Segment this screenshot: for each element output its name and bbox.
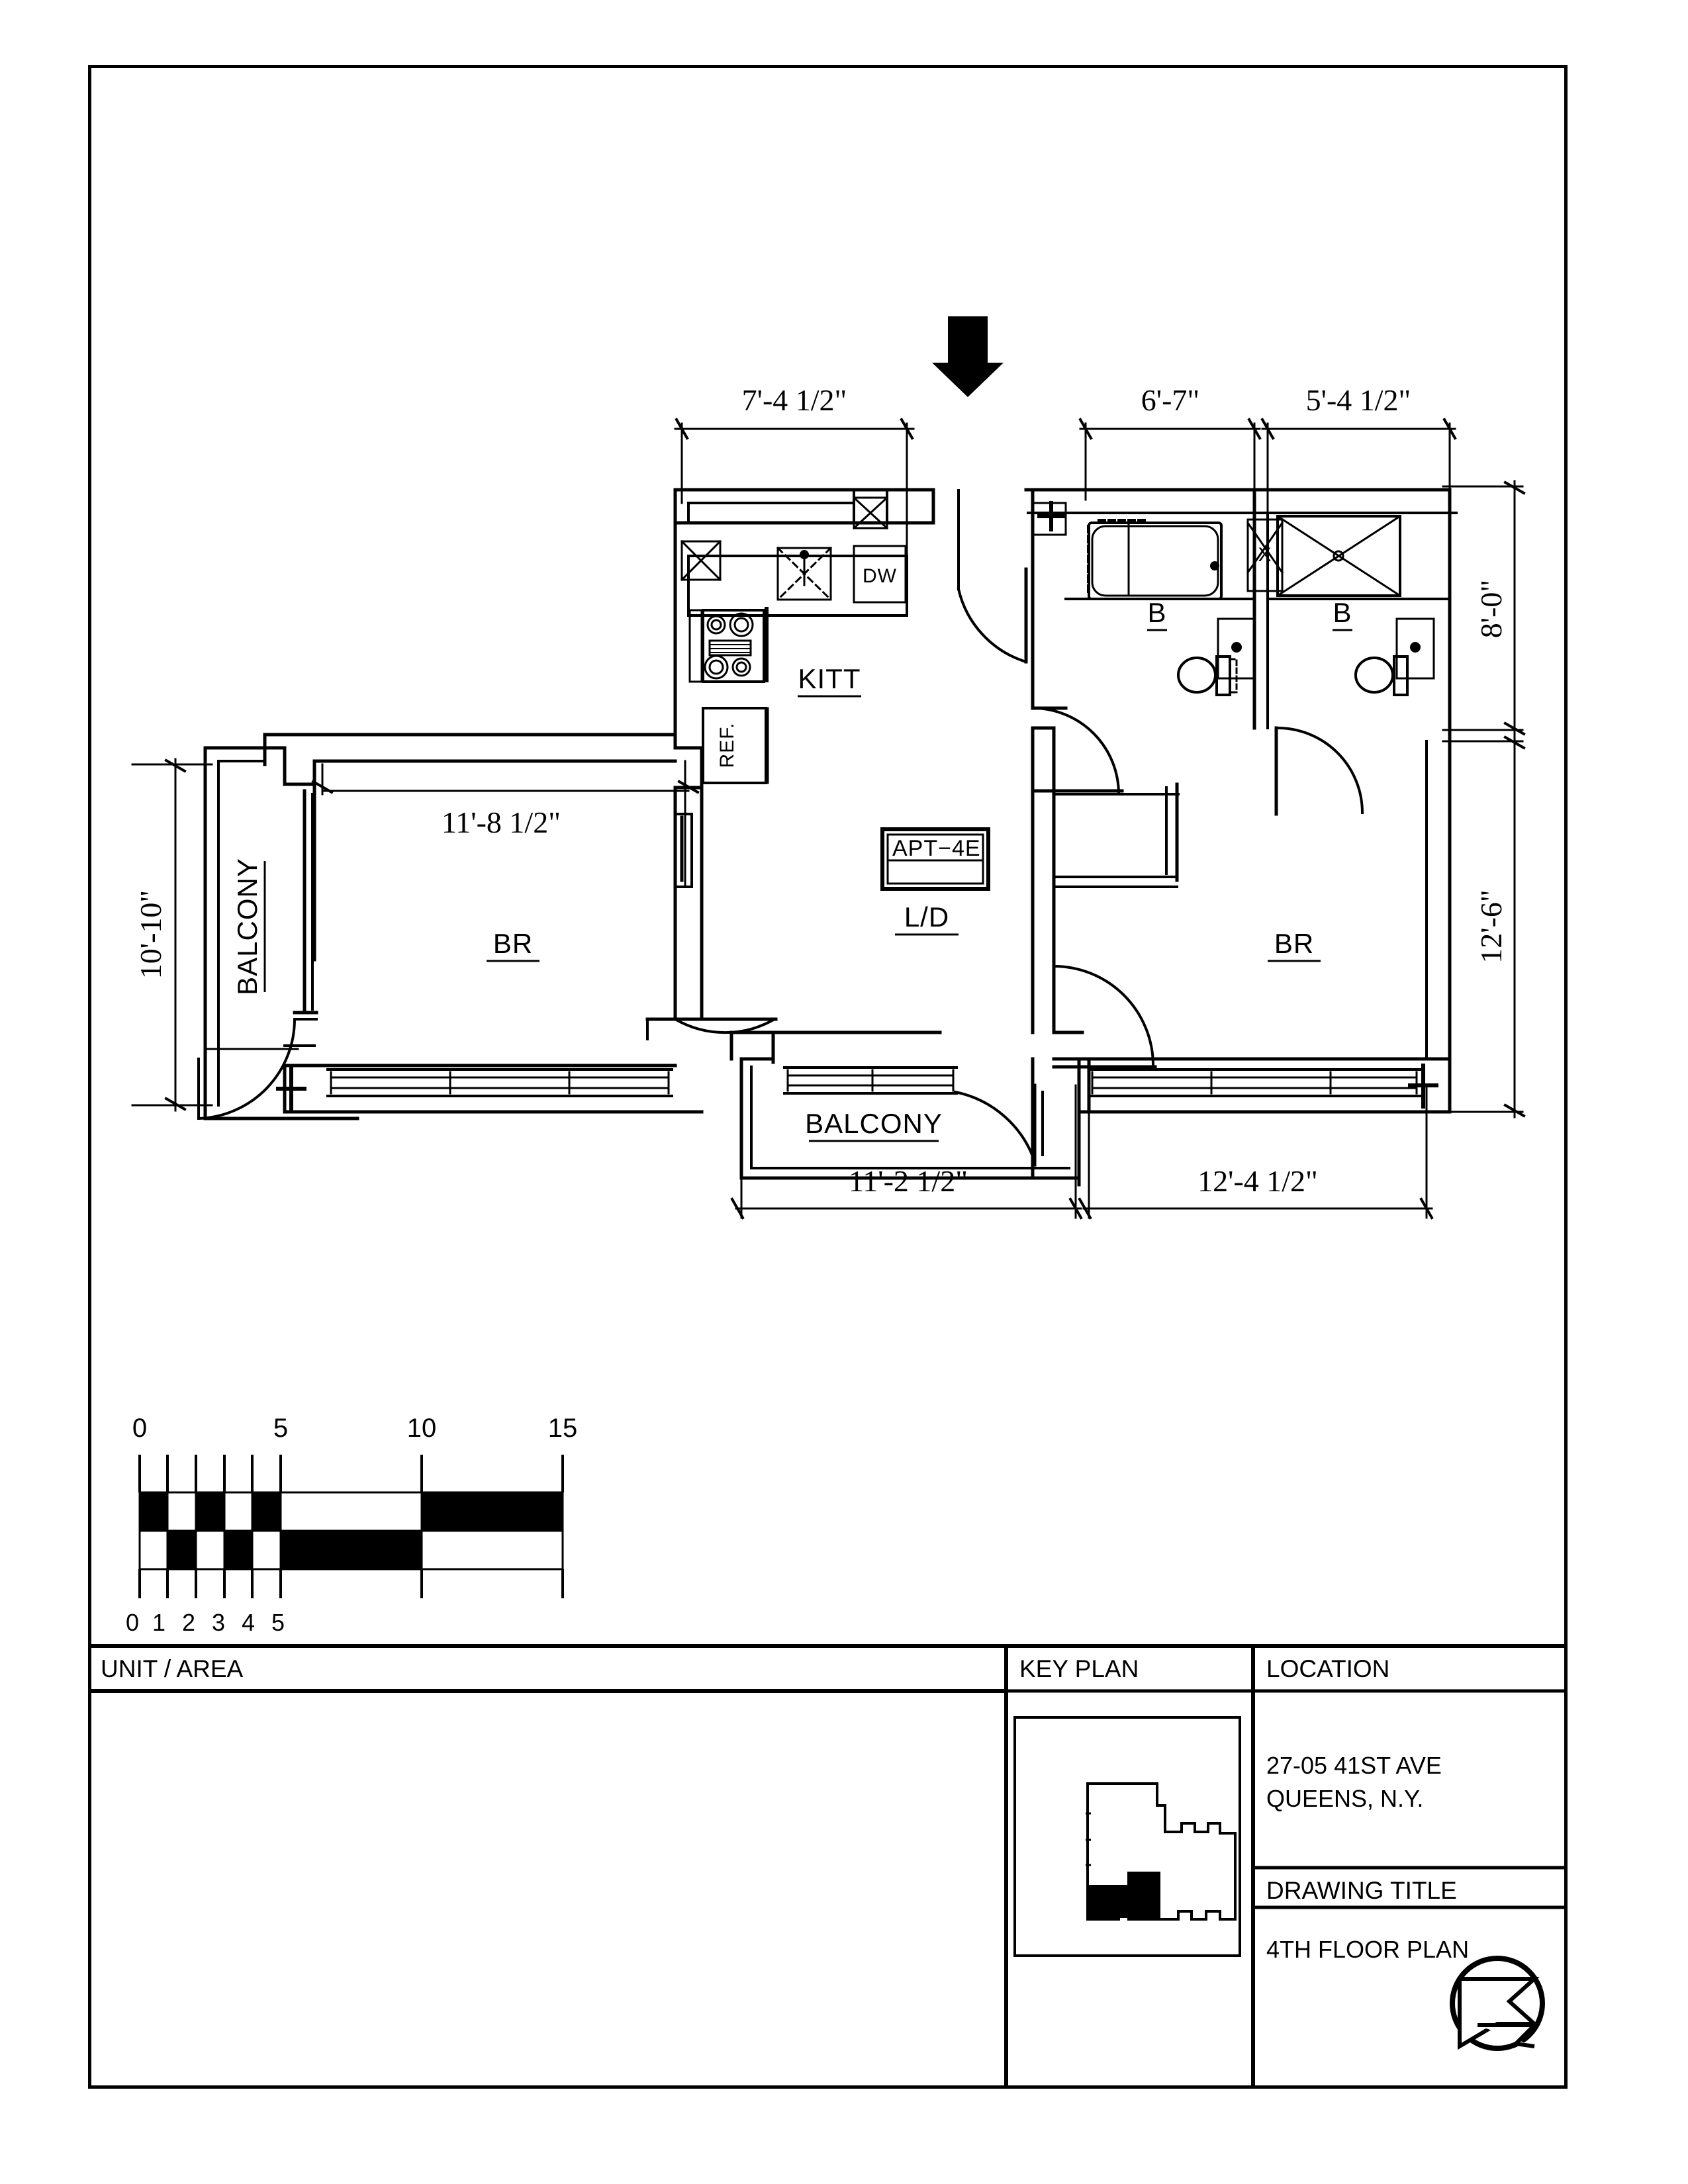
dishwasher-icon <box>853 545 907 604</box>
sink-icon <box>776 546 833 602</box>
svg-text:L/D: L/D <box>904 901 949 933</box>
scale-tick-top-5: 5 <box>273 1414 288 1443</box>
window-bedroom-left <box>326 1068 673 1097</box>
fixture-label-shower: X <box>1258 544 1272 566</box>
shower-icon-right <box>1276 514 1402 598</box>
svg-text:BR: BR <box>1274 928 1314 959</box>
dim-bath-left-width: 6'-7" <box>1141 383 1199 417</box>
architect-logo-icon <box>1450 1956 1545 2051</box>
dim-bath-right-width: 5'-4 1/2" <box>1306 383 1411 417</box>
kitchen-walls <box>673 488 935 790</box>
scale-tick-bot-1: 1 <box>152 1609 165 1636</box>
closet-icon-kitchen-left <box>680 539 722 582</box>
svg-text:B: B <box>1333 597 1352 628</box>
fixture-label-refrigerator: REF. <box>716 722 738 768</box>
location-line-2: QUEENS, N.Y. <box>1266 1785 1423 1812</box>
closet-bedroom-right <box>1053 782 1180 888</box>
apartment-tag: APT−4E <box>880 827 990 891</box>
scale-tick-bot-5: 5 <box>271 1609 285 1636</box>
closet-icon-kitchen-top <box>852 496 889 530</box>
dim-balcony-center-width: 11'-2 1/2" <box>849 1164 968 1198</box>
room-label-balcony-left: BALCONY <box>232 858 266 995</box>
location-label: LOCATION <box>1266 1655 1389 1682</box>
room-label-bedroom-left: BR <box>487 928 539 962</box>
living-dining-walls <box>645 786 942 1061</box>
window-bedroom-right <box>1088 1068 1421 1097</box>
title-block: UNIT / AREA KEY PLAN LOCATION DRAWING TI… <box>88 1644 1568 2089</box>
bath-right-walls <box>1266 488 1452 816</box>
drawing-title-label: DRAWING TITLE <box>1266 1877 1457 1904</box>
entry-door <box>957 489 1028 664</box>
room-label-bath-left: B <box>1147 597 1167 631</box>
dim-bedroom-left-width: 11'-8 1/2" <box>442 805 561 839</box>
drawing-title-value: 4TH FLOOR PLAN <box>1266 1936 1469 1963</box>
room-label-living-dining: L/D <box>895 901 959 936</box>
svg-text:BALCONY: BALCONY <box>232 858 263 995</box>
range-icon <box>688 607 769 683</box>
svg-text:B: B <box>1147 597 1166 628</box>
room-label-balcony-center: BALCONY <box>805 1108 943 1142</box>
bedroom-right-walls <box>1031 726 1452 1114</box>
sheet-border <box>88 65 1568 2089</box>
apartment-tag-label: APT−4E <box>892 836 981 861</box>
dimension-lines-bottom <box>730 1084 1434 1220</box>
vanity-icon-right <box>1395 617 1435 680</box>
scale-tick-top-15: 15 <box>548 1414 578 1443</box>
bath-left-walls <box>1024 488 1458 805</box>
dim-balcony-left-depth: 10'-10" <box>134 890 167 979</box>
fixture-label-dishwasher: DW <box>863 565 897 587</box>
dim-bath-depth: 8'-0" <box>1474 580 1508 638</box>
dim-bedroom-right-width: 12'-4 1/2" <box>1197 1164 1318 1198</box>
scale-tick-bot-3: 3 <box>212 1609 225 1636</box>
window-balcony-center <box>783 1066 958 1095</box>
scale-tick-top-10: 10 <box>407 1414 437 1443</box>
dimension-lines-top <box>674 418 1457 584</box>
dim-bedroom-right-depth: 12'-6" <box>1474 889 1508 963</box>
balcony-door-left <box>197 789 318 1120</box>
balcony-center-walls <box>739 1030 1091 1187</box>
room-label-bedroom-right: BR <box>1268 928 1321 962</box>
scale-tick-bot-2: 2 <box>182 1609 195 1636</box>
balcony-left-walls <box>197 733 359 1120</box>
svg-text:BALCONY: BALCONY <box>805 1108 943 1139</box>
scale-tick-top-0: 0 <box>132 1414 147 1443</box>
dim-kitchen-width: 7'-4 1/2" <box>742 383 847 417</box>
location-line-1: 27-05 41ST AVE <box>1266 1752 1442 1779</box>
scale-tick-bot-0: 0 <box>126 1609 139 1636</box>
key-plan-thumbnail <box>1013 1716 1241 1957</box>
key-plan-label: KEY PLAN <box>1019 1655 1139 1682</box>
svg-text:KITT: KITT <box>798 663 861 694</box>
scale-bar: 0 5 10 15 <box>126 1414 577 1636</box>
dimension-line-bedroom-left <box>311 760 700 888</box>
room-label-kitchen: KITT <box>798 663 861 698</box>
bathtub-icon <box>1087 519 1223 600</box>
room-label-bath-right: B <box>1333 597 1352 631</box>
toilet-icon-right <box>1354 655 1409 696</box>
north-arrow-icon <box>932 316 1004 397</box>
unit-area-label: UNIT / AREA <box>101 1655 244 1682</box>
scale-tick-bot-4: 4 <box>242 1609 255 1636</box>
refrigerator-icon <box>702 707 769 784</box>
dimension-lines-right <box>1442 480 1526 1118</box>
svg-text:BR: BR <box>493 928 533 959</box>
bedroom-left-walls <box>276 733 704 1114</box>
toilet-icon-left <box>1177 655 1238 696</box>
